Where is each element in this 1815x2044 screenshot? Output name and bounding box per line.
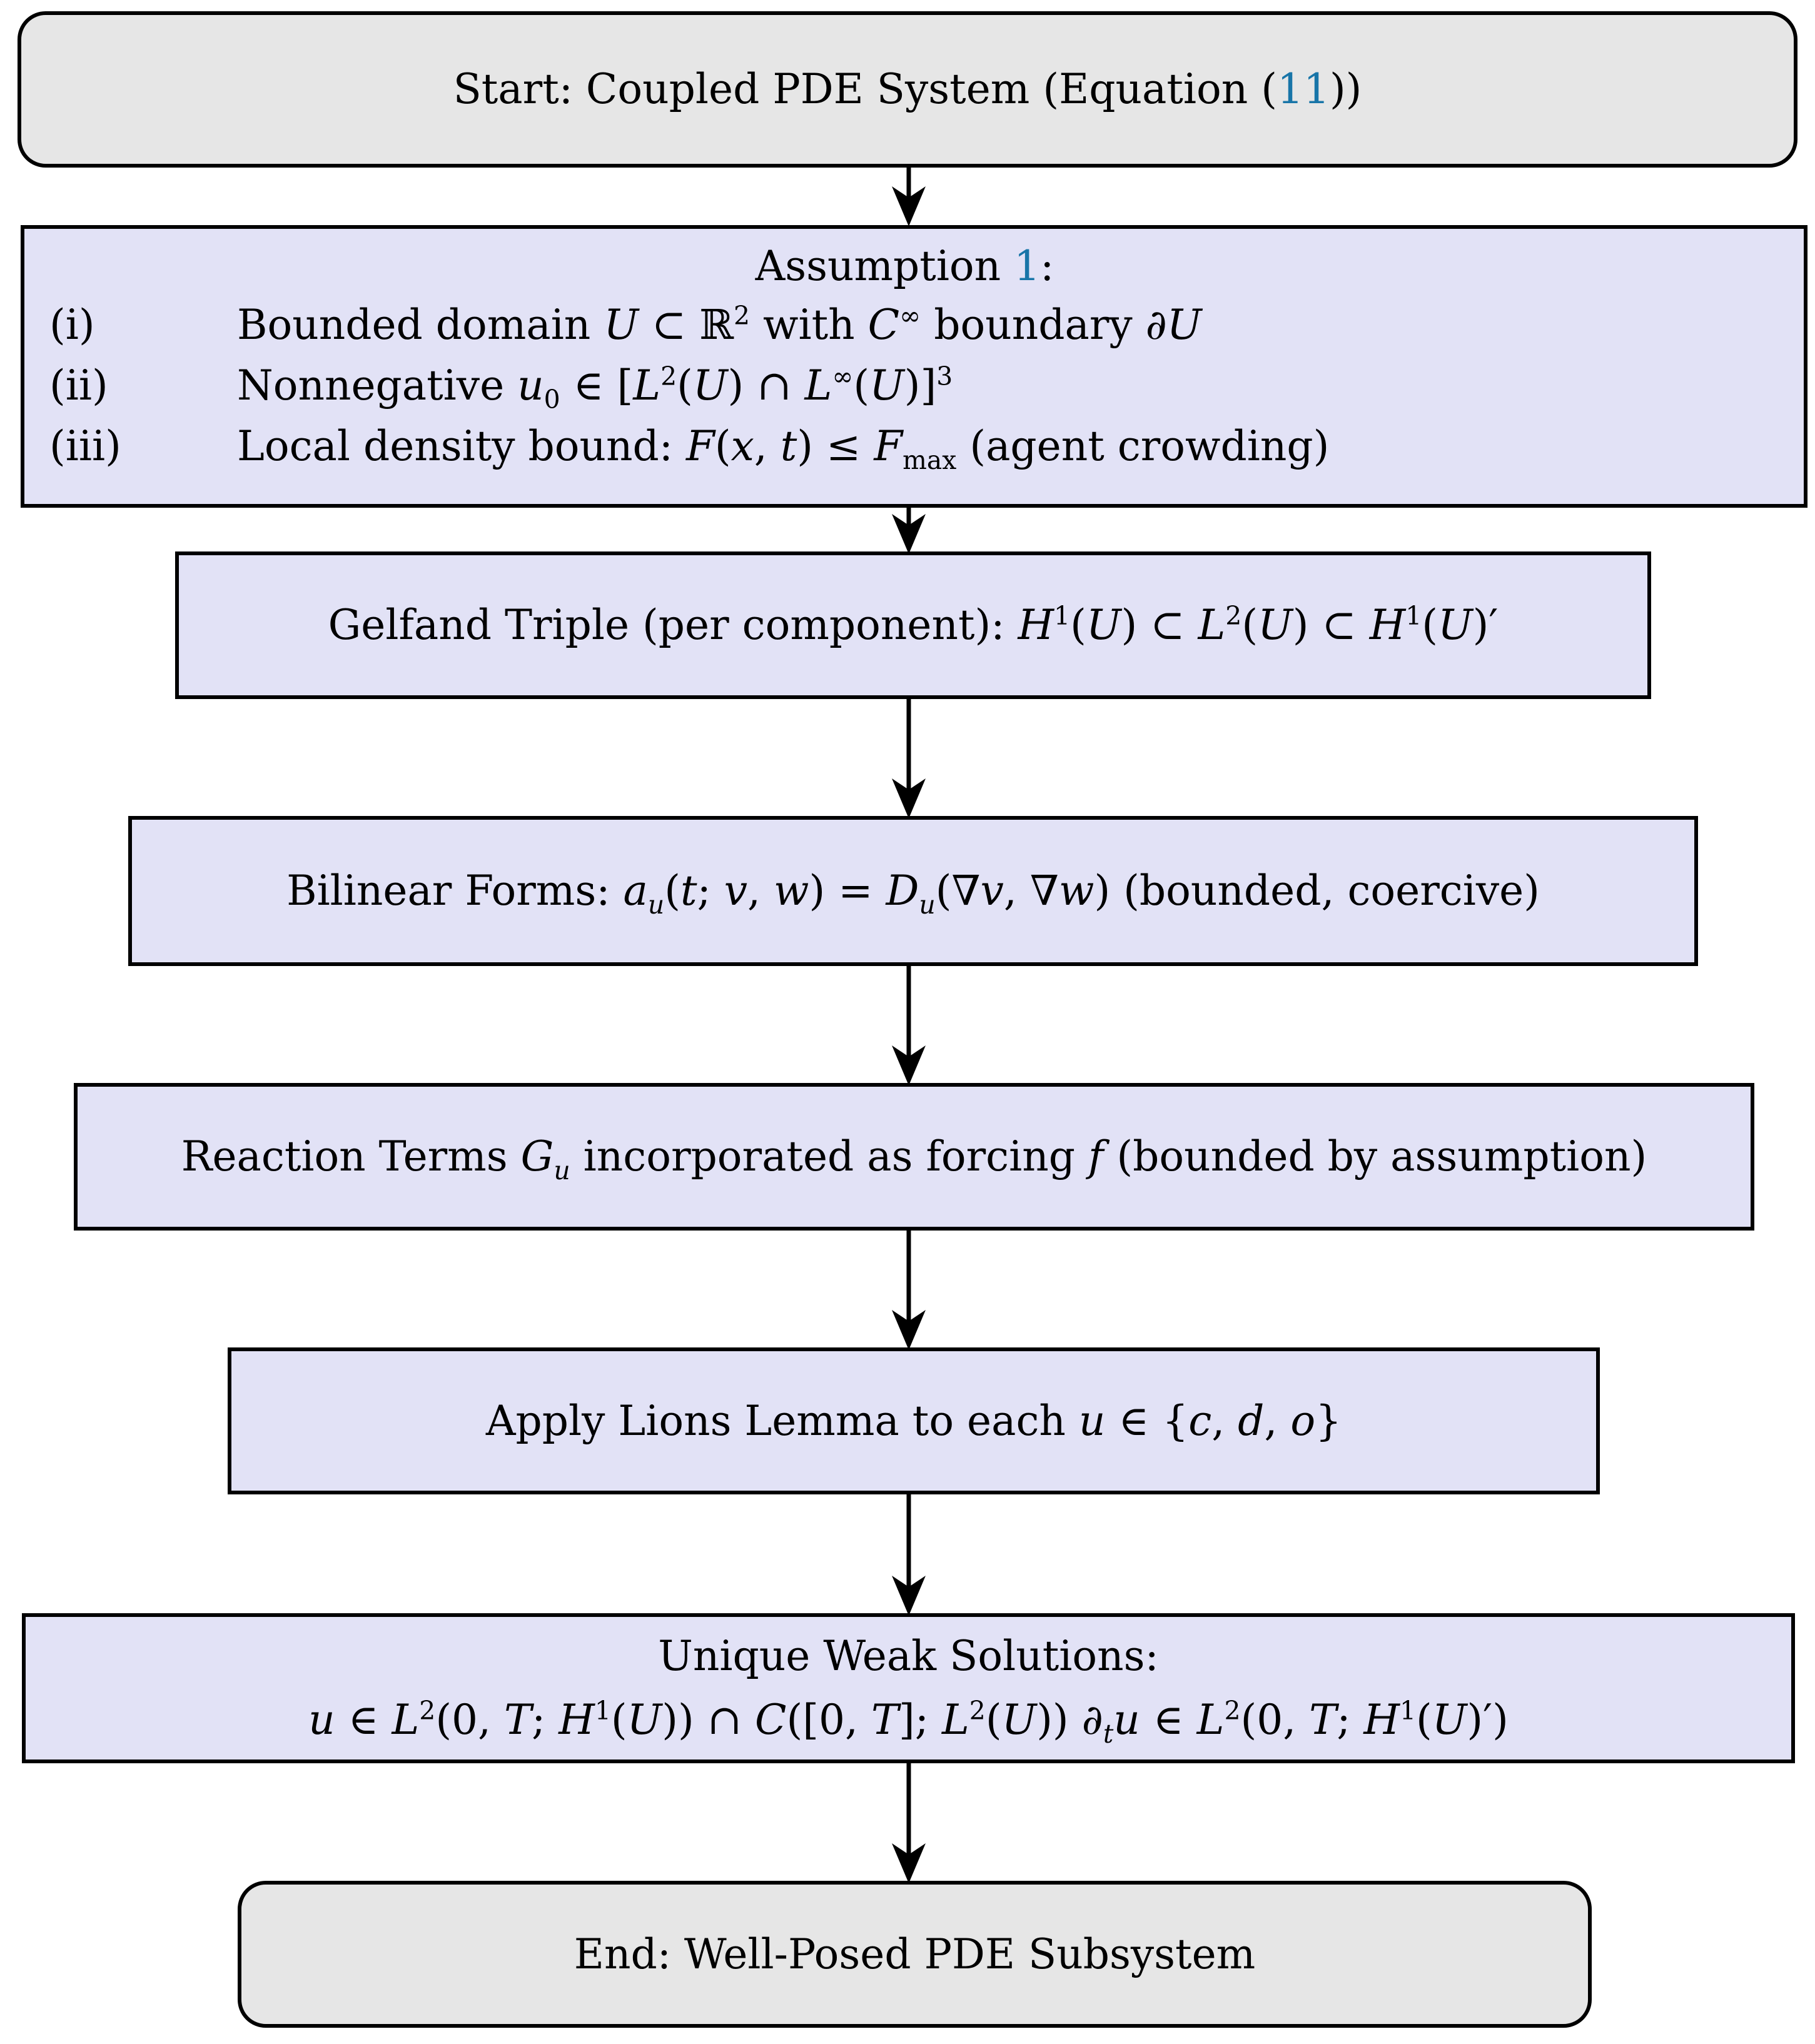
node-bilinear-text: Bilinear Forms: au(t; v, w) = Du(∇v, ∇w)… [286, 867, 1540, 920]
assumption-item-label: (ii) [49, 361, 108, 410]
node-lions-text: Apply Lions Lemma to each u ∈ {c, d, o} [485, 1396, 1342, 1445]
assumption-item-label: (i) [49, 301, 95, 350]
flow-arrowhead-icon [892, 778, 926, 818]
assumption-item-i: (i) Bounded domain U ⊂ ℝ2 with C∞ bounda… [24, 295, 1785, 355]
assumption-1-link[interactable]: 1 [1014, 242, 1041, 290]
flow-arrowhead-icon [892, 1576, 926, 1616]
node-reaction-text: Reaction Terms Gu incorporated as forcin… [181, 1132, 1647, 1186]
node-start-text: Start: Coupled PDE System (Equation (11)… [453, 65, 1362, 114]
node-reaction-terms: Reaction Terms Gu incorporated as forcin… [74, 1083, 1754, 1231]
assumption-item-text: Bounded domain U ⊂ ℝ2 with C∞ boundary ∂… [237, 301, 1202, 350]
flow-arrowhead-icon [892, 1310, 926, 1350]
assumption-item-ii: (ii) Nonnegative u0 ∈ [L2(U) ∩ L∞(U)]3 [24, 355, 1785, 416]
assumption-item-text: Local density bound: F(x, t) ≤ Fmax (age… [237, 422, 1330, 476]
node-start: Start: Coupled PDE System (Equation (11)… [18, 11, 1797, 168]
flow-arrowhead-icon [892, 1045, 926, 1085]
unique-solutions-formula: u ∈ L2(0, T; H1(U)) ∩ C([0, T]; L2(U)) ∂… [308, 1696, 1509, 1749]
assumption-item-text: Nonnegative u0 ∈ [L2(U) ∩ L∞(U)]3 [237, 361, 953, 415]
assumption-title: Assumption 1: [755, 242, 1054, 290]
node-gelfand-triple: Gelfand Triple (per component): H1(U) ⊂ … [175, 551, 1651, 699]
node-gelfand-text: Gelfand Triple (per component): H1(U) ⊂ … [328, 601, 1499, 650]
flow-arrowhead-icon [892, 186, 926, 226]
assumption-item-label: (iii) [49, 422, 121, 471]
node-end: End: Well-Posed PDE Subsystem [238, 1881, 1592, 2028]
node-end-text: End: Well-Posed PDE Subsystem [574, 1930, 1256, 1978]
assumption-item-iii: (iii) Local density bound: F(x, t) ≤ Fma… [24, 416, 1785, 476]
equation-11-link[interactable]: 11 [1277, 65, 1330, 114]
node-lions-lemma: Apply Lions Lemma to each u ∈ {c, d, o} [228, 1347, 1600, 1494]
flow-arrowhead-icon [892, 514, 926, 554]
node-bilinear-forms: Bilinear Forms: au(t; v, w) = Du(∇v, ∇w)… [128, 816, 1698, 966]
node-assumption: Assumption 1: (i) Bounded domain U ⊂ ℝ2 … [21, 225, 1807, 508]
flow-arrowhead-icon [892, 1843, 926, 1883]
unique-solutions-heading: Unique Weak Solutions: [658, 1631, 1159, 1680]
node-unique-weak-solutions: Unique Weak Solutions: u ∈ L2(0, T; H1(U… [22, 1613, 1795, 1763]
